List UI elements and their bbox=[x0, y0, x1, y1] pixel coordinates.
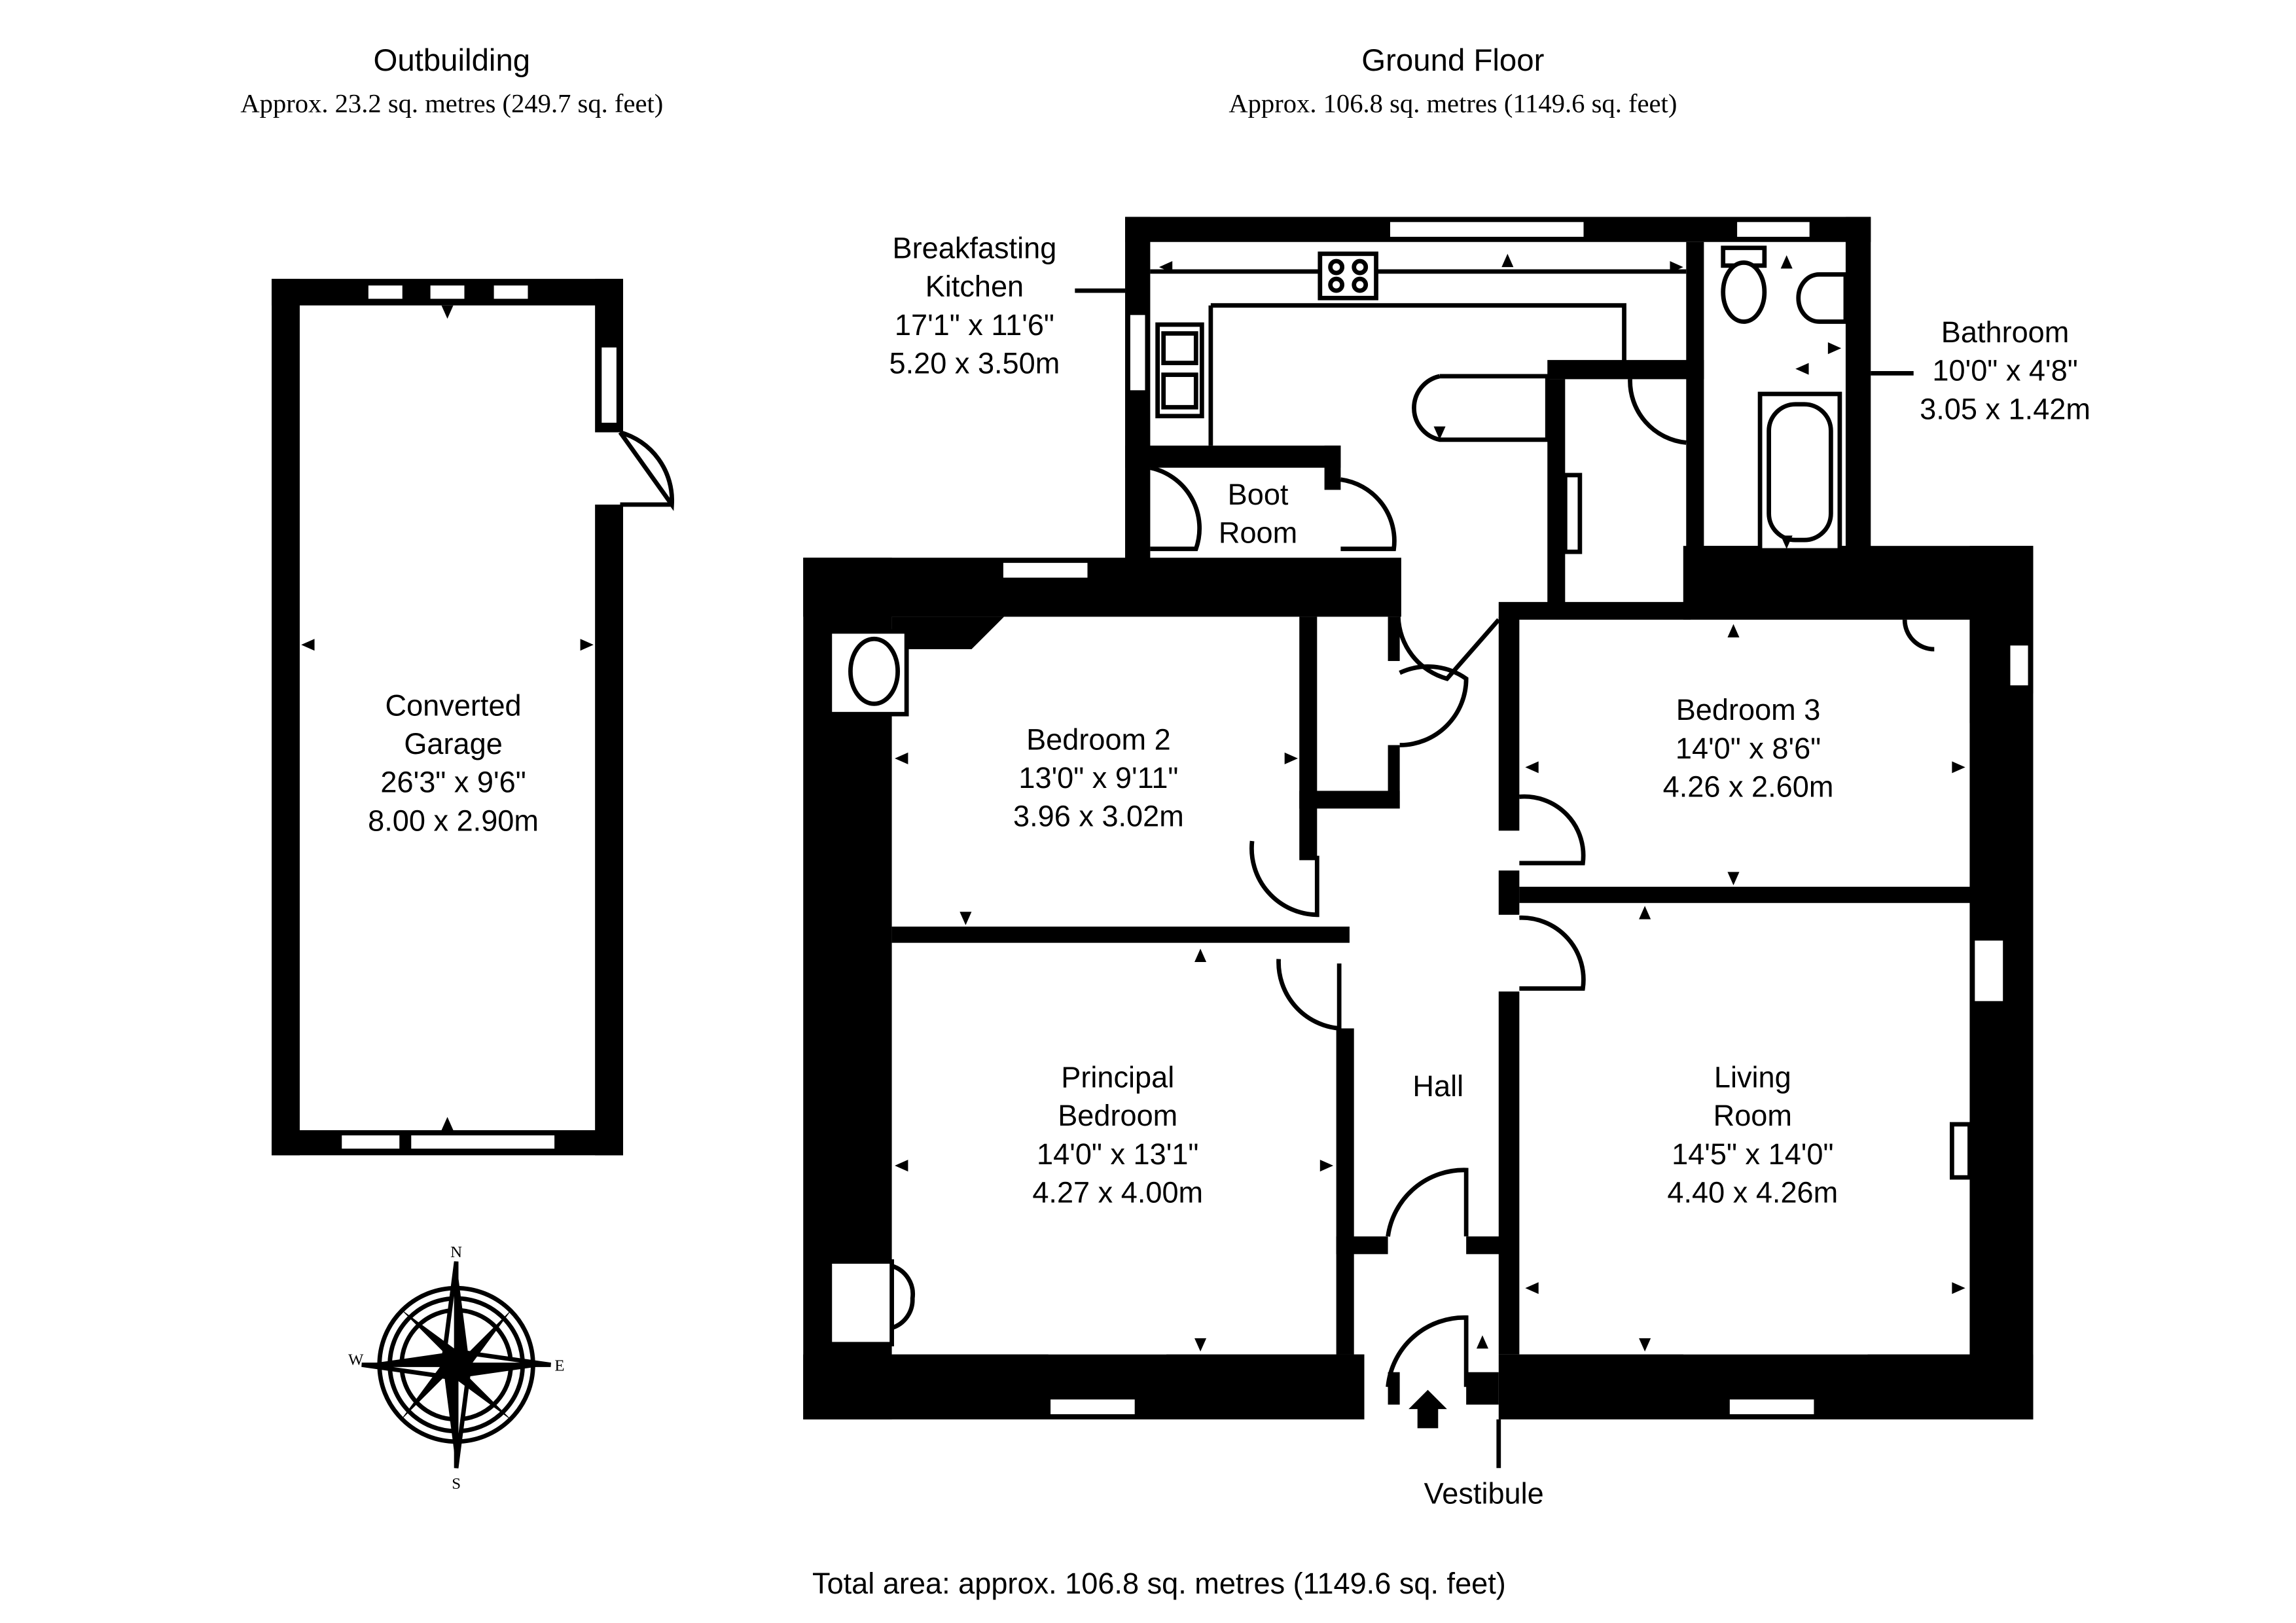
principal-bedroom-size-imperial: 14'0" x 13'1" bbox=[1037, 1137, 1198, 1171]
outbuilding-title: Outbuilding bbox=[373, 43, 530, 78]
bathroom-size-imperial: 10'0" x 4'8" bbox=[1932, 354, 2077, 387]
kitchen-label: Breakfasting bbox=[893, 232, 1057, 265]
ground-floor-plan bbox=[803, 217, 2034, 1469]
kitchen-size-imperial: 17'1" x 11'6" bbox=[895, 308, 1054, 342]
living-room-label: Living bbox=[1714, 1061, 1791, 1094]
bathtub-icon bbox=[1757, 391, 1842, 553]
kitchen-sink-icon bbox=[1155, 322, 1204, 419]
bedroom3-label: Bedroom 3 bbox=[1676, 693, 1821, 726]
principal-bedroom-size-metric: 4.27 x 4.00m bbox=[1032, 1175, 1203, 1209]
cupboard bbox=[827, 1259, 894, 1347]
basin-icon bbox=[1796, 272, 1848, 324]
compass-e: E bbox=[554, 1357, 564, 1374]
principal-bedroom-label-2: Bedroom bbox=[1058, 1099, 1177, 1132]
living-room-size-metric: 4.40 x 4.26m bbox=[1667, 1175, 1838, 1209]
bedroom-basin-icon bbox=[827, 629, 909, 717]
ground-floor-area: Approx. 106.8 sq. metres (1149.6 sq. fee… bbox=[1229, 88, 1677, 118]
hall-label: Hall bbox=[1412, 1069, 1463, 1103]
bedroom3-size-metric: 4.26 x 2.60m bbox=[1663, 770, 1834, 803]
garage-size-metric: 8.00 x 2.90m bbox=[368, 804, 539, 837]
outbuilding-area: Approx. 23.2 sq. metres (249.7 sq. feet) bbox=[240, 88, 663, 118]
compass-s: S bbox=[452, 1475, 461, 1493]
garage-label: Converted bbox=[386, 688, 522, 722]
living-room-label-2: Room bbox=[1713, 1099, 1792, 1132]
bedroom2-size-imperial: 13'0" x 9'11" bbox=[1018, 761, 1178, 794]
bedroom3-size-imperial: 14'0" x 8'6" bbox=[1676, 732, 1821, 765]
compass-w: W bbox=[348, 1351, 364, 1368]
living-room-size-imperial: 14'5" x 14'0" bbox=[1672, 1137, 1833, 1171]
bedroom2-label: Bedroom 2 bbox=[1026, 722, 1171, 756]
entrance-arrow-icon bbox=[1408, 1389, 1447, 1429]
compass-n: N bbox=[450, 1243, 462, 1261]
bathroom-label: Bathroom bbox=[1941, 315, 2070, 349]
compass-rose-icon: N S E W bbox=[348, 1243, 565, 1493]
boot-room-label-2: Room bbox=[1219, 516, 1297, 550]
garage-label-2: Garage bbox=[404, 727, 502, 760]
garage-size-imperial: 26'3" x 9'6" bbox=[380, 766, 526, 799]
kitchen-label-2: Kitchen bbox=[925, 270, 1024, 303]
bedroom2-size-metric: 3.96 x 3.02m bbox=[1013, 800, 1184, 833]
principal-bedroom-label: Principal bbox=[1061, 1061, 1174, 1094]
vestibule-label: Vestibule bbox=[1424, 1476, 1544, 1510]
total-area: Total area: approx. 106.8 sq. metres (11… bbox=[812, 1567, 1506, 1600]
hob-icon bbox=[1318, 251, 1378, 300]
outbuilding-plan bbox=[272, 279, 674, 1156]
bathroom-size-metric: 3.05 x 1.42m bbox=[1920, 392, 2090, 425]
ground-floor-title: Ground Floor bbox=[1361, 43, 1544, 78]
boot-room-label: Boot bbox=[1228, 478, 1289, 511]
kitchen-size-metric: 5.20 x 3.50m bbox=[889, 346, 1060, 380]
toilet-icon bbox=[1721, 245, 1767, 324]
